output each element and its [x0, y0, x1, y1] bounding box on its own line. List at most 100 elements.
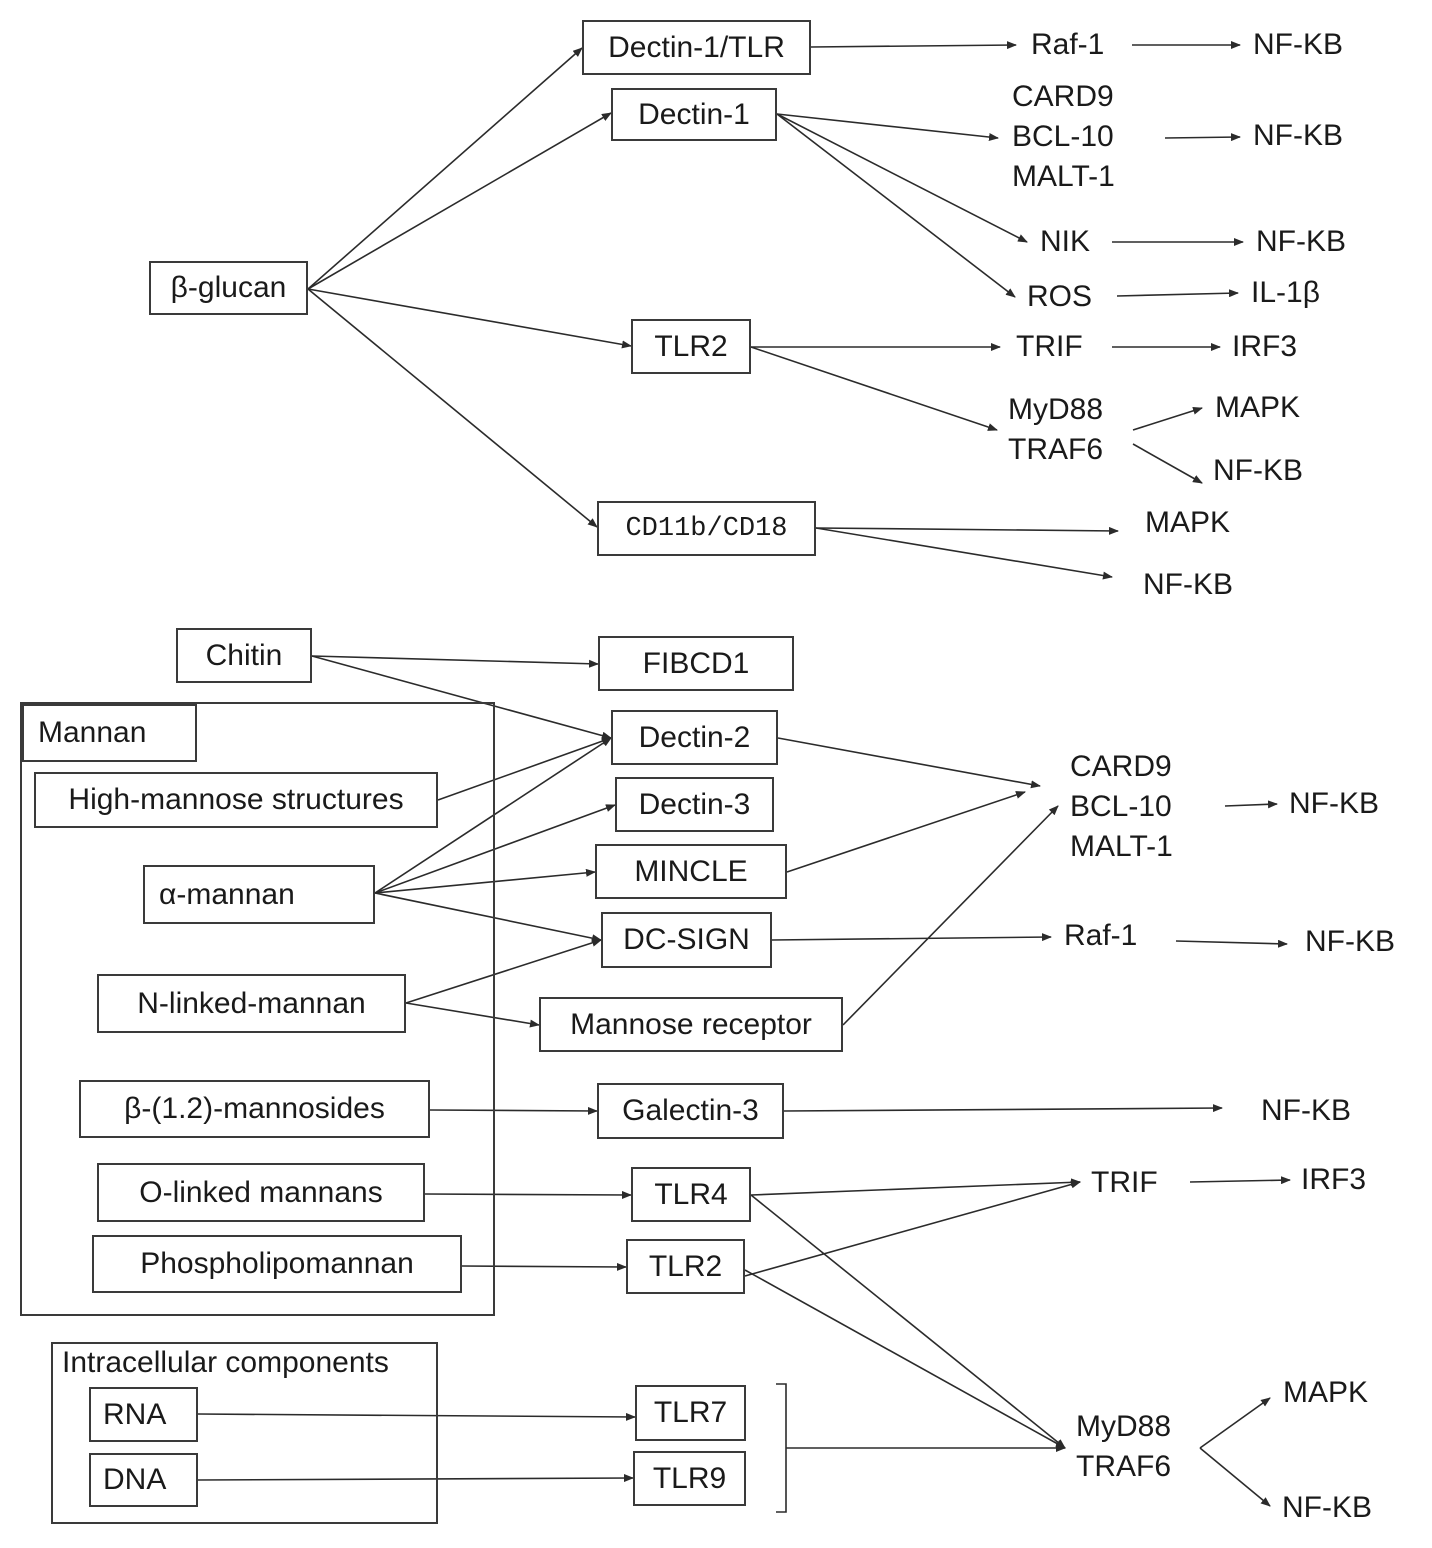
raf1-top-label: Raf-1: [1031, 28, 1105, 61]
edge-dectin2-card9: [777, 737, 1041, 789]
nfkb-4-label: NF-KB: [1213, 454, 1303, 487]
edge-mannosides-galectin3: [429, 1106, 598, 1115]
chitin-box: Chitin: [176, 628, 312, 683]
edge-dectin1tlr-raf1: [810, 41, 1017, 50]
edge-nlinked-mannosereceptor: [405, 1002, 540, 1028]
card9-top-label: CARD9: [1012, 80, 1114, 113]
dectin2-box: Dectin-2: [611, 710, 778, 765]
edge-alphamannan-dcsign: [374, 892, 602, 943]
edge-nlinked-dcsign: [405, 938, 602, 1004]
edge-raf1-nfkb-bottom: [1175, 939, 1288, 948]
n-linked-mannan-box: N-linked-mannan: [97, 974, 406, 1033]
malt1-top-label: MALT-1: [1012, 160, 1115, 193]
dectin1-box: Dectin-1: [611, 88, 777, 141]
edge-tlr2-trif-bottom: [744, 1180, 1081, 1277]
edge-trif-irf3-bottom: [1189, 1176, 1291, 1185]
edge-card9-nfkb-bottom: [1224, 800, 1278, 809]
edge-betaglucan-dectin1tlr: [307, 47, 583, 290]
nik-label: NIK: [1040, 225, 1091, 258]
edge-myd88-nfkb-bottom: [1199, 1447, 1271, 1507]
edge-chitin-dectin2: [311, 655, 612, 740]
edge-alphamannan-mincle: [374, 868, 596, 894]
nfkb-8-label: NF-KB: [1261, 1094, 1351, 1127]
myd88-bottom-label: MyD88: [1076, 1410, 1172, 1443]
nfkb-3-label: NF-KB: [1256, 225, 1346, 258]
o-linked-mannans-box: O-linked mannans: [97, 1163, 425, 1222]
irf3-top-label: IRF3: [1232, 330, 1298, 363]
ros-label: ROS: [1027, 280, 1093, 313]
nfkb-2-label: NF-KB: [1253, 119, 1343, 152]
edge-plm-tlr2: [461, 1262, 627, 1271]
mapk-1-label: MAPK: [1215, 391, 1301, 424]
mapk-3-label: MAPK: [1283, 1376, 1369, 1409]
mannan-group: [20, 702, 495, 1316]
dna-box: DNA: [89, 1453, 198, 1507]
nfkb-6-label: NF-KB: [1289, 787, 1379, 820]
edge-dectin1-nik: [776, 113, 1028, 243]
mannan-group-label: Mannan: [22, 704, 197, 762]
card9-bottom-label: CARD9: [1070, 750, 1172, 783]
edge-myd88-mapk: [1132, 406, 1203, 431]
tlr7-box: TLR7: [635, 1385, 746, 1441]
phospholipomannan-box: Phospholipomannan: [92, 1235, 462, 1293]
tlr9-box: TLR9: [633, 1451, 746, 1506]
mincle-box: MINCLE: [595, 844, 787, 899]
myd88-bottom-stack: MyD88 TRAF6: [1076, 1407, 1171, 1487]
edge-mincle-card9: [786, 791, 1026, 873]
edge-cd11b-mapk: [815, 526, 1119, 535]
edge-betaglucan-tlr2: [307, 288, 632, 349]
edge-card9-nfkb: [1164, 133, 1241, 142]
beta-glucan-box: β-glucan: [149, 261, 308, 315]
tlr7-tlr9-bracket: [776, 1383, 787, 1513]
edge-galectin3-nfkb: [783, 1104, 1223, 1113]
card9-top-stack: CARD9 BCL-10 MALT-1: [1012, 77, 1115, 197]
tlr2-bottom-box: TLR2: [626, 1239, 745, 1294]
bcl10-top-label: BCL-10: [1012, 120, 1114, 153]
bcl10-bottom-label: BCL-10: [1070, 790, 1172, 823]
myd88-top-stack: MyD88 TRAF6: [1008, 390, 1103, 470]
rna-box: RNA: [89, 1387, 198, 1442]
traf6-bottom-label: TRAF6: [1076, 1450, 1172, 1483]
edge-dectin1-ros: [776, 113, 1016, 298]
alpha-mannan-box: α-mannan: [143, 865, 375, 924]
edge-dna-tlr9: [197, 1474, 634, 1483]
trif-bottom-label: TRIF: [1091, 1166, 1158, 1199]
nfkb-9-label: NF-KB: [1282, 1491, 1372, 1524]
edge-tlr2-myd88-bottom: [744, 1269, 1066, 1449]
trif-top-label: TRIF: [1016, 330, 1083, 363]
myd88-top-label: MyD88: [1008, 393, 1104, 426]
edge-olinked-tlr4: [424, 1190, 632, 1199]
edge-ros-il1b: [1116, 289, 1239, 298]
tlr4-box: TLR4: [631, 1167, 751, 1222]
irf3-bottom-label: IRF3: [1301, 1163, 1367, 1196]
edge-highmannose-dectin2: [437, 737, 612, 801]
beta-mannosides-box: β-(1.2)-mannosides: [79, 1080, 430, 1138]
edge-alphamannan-dectin3: [374, 804, 616, 894]
high-mannose-box: High-mannose structures: [34, 772, 438, 828]
edge-chitin-fibcd1: [311, 655, 599, 668]
intracellular-group-label: Intracellular components: [62, 1346, 389, 1379]
edge-dcsign-raf1: [771, 933, 1052, 942]
cd11b-cd18-box: CD11b/CD18: [597, 501, 816, 556]
mannose-receptor-box: Mannose receptor: [539, 997, 843, 1052]
edge-tlr2-myd88: [750, 346, 998, 431]
edge-mannosereceptor-card9: [842, 805, 1059, 1026]
intracellular-group: [51, 1342, 438, 1524]
galectin3-box: Galectin-3: [597, 1083, 784, 1139]
mapk-2-label: MAPK: [1145, 506, 1231, 539]
edge-cd11b-nfkb: [815, 527, 1113, 580]
raf1-bottom-label: Raf-1: [1064, 919, 1138, 952]
edge-betaglucan-dectin1: [307, 112, 612, 290]
edge-rna-tlr7: [197, 1412, 636, 1421]
fibcd1-box: FIBCD1: [598, 636, 794, 691]
edge-tlr4-myd88: [750, 1194, 1066, 1449]
nfkb-5-label: NF-KB: [1143, 568, 1233, 601]
traf6-top-label: TRAF6: [1008, 433, 1104, 466]
nfkb-7-label: NF-KB: [1305, 925, 1395, 958]
edge-dectin1-card9: [776, 113, 999, 142]
edge-betaglucan-cd11b: [307, 288, 598, 528]
nfkb-1-label: NF-KB: [1253, 28, 1343, 61]
edge-myd88-nfkb: [1132, 443, 1203, 484]
